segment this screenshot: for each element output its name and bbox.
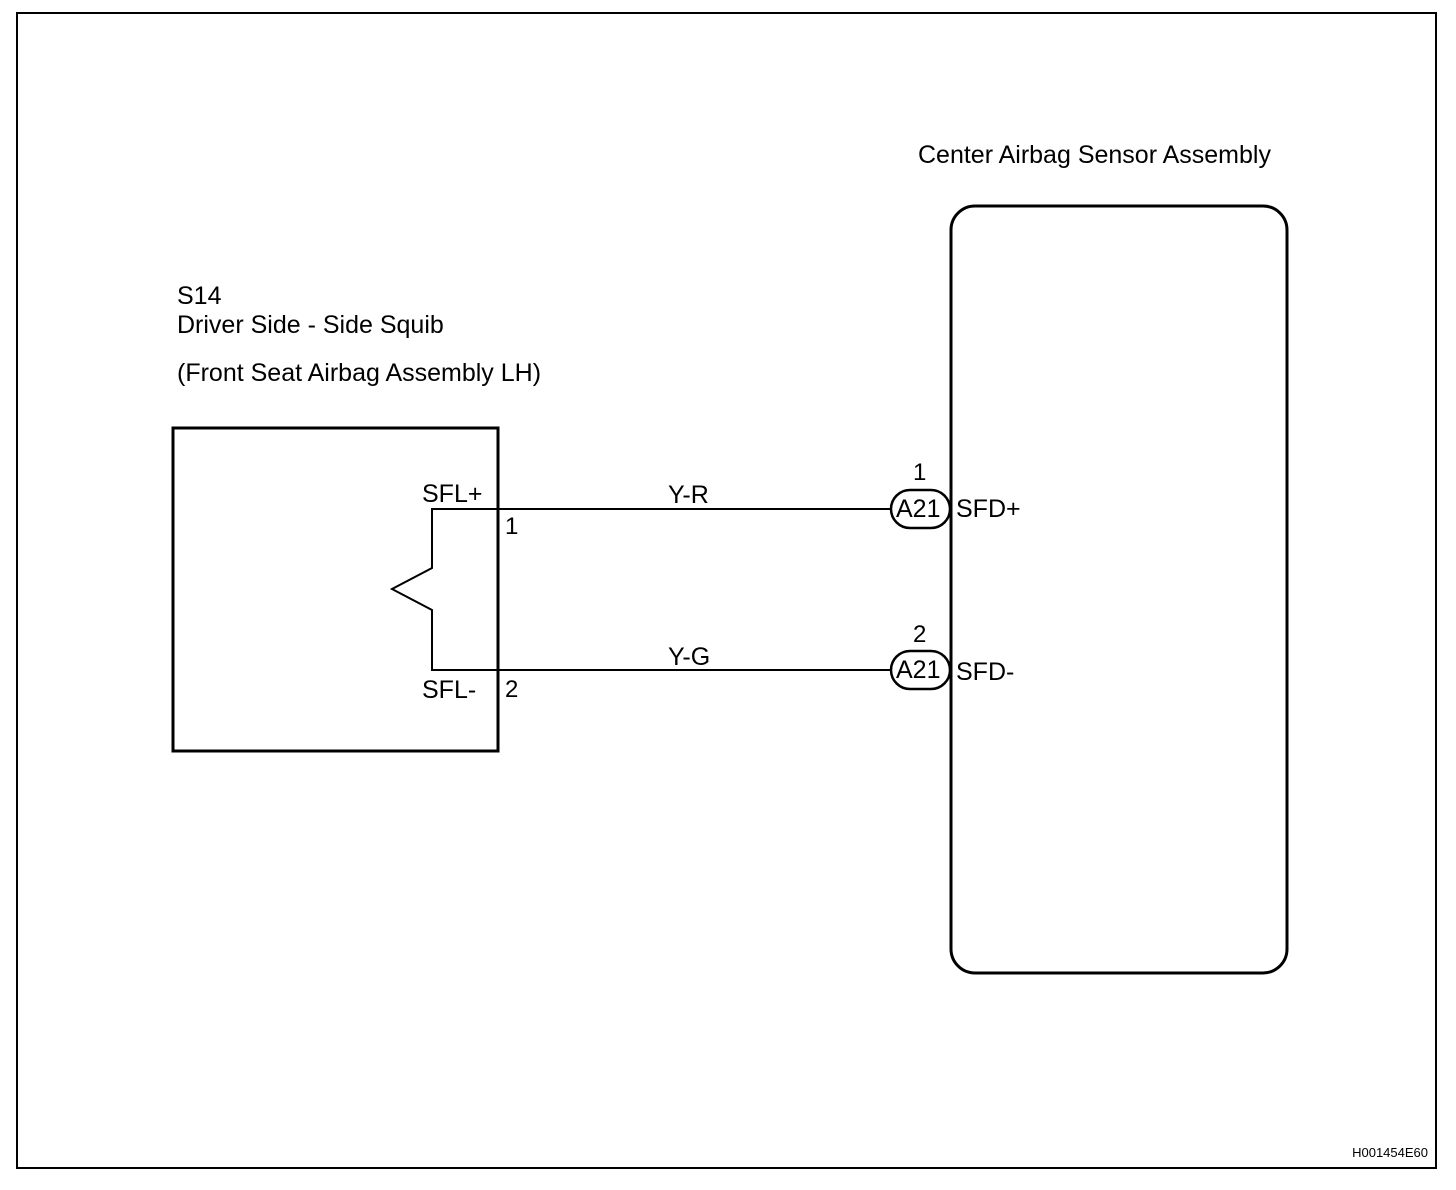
sensor-pin-pos: 1 bbox=[913, 459, 927, 486]
sensor-pin-neg: 2 bbox=[913, 621, 927, 648]
connector-oval-neg bbox=[889, 649, 952, 691]
wire-label-y-r: Y-R bbox=[668, 481, 709, 509]
connector-label-neg: A21 bbox=[896, 656, 941, 684]
squib-terminal-neg: SFL- bbox=[422, 676, 477, 704]
sensor-box bbox=[949, 204, 1289, 975]
squib-code: S14 bbox=[177, 282, 222, 310]
squib-assembly: (Front Seat Airbag Assembly LH) bbox=[177, 359, 542, 387]
squib-pin-neg: 2 bbox=[505, 676, 519, 703]
squib-terminal-pos: SFL+ bbox=[422, 480, 483, 508]
sensor-terminal-pos: SFD+ bbox=[956, 495, 1021, 523]
sensor-terminal-neg: SFD- bbox=[956, 658, 1015, 686]
sensor-name: Center Airbag Sensor Assembly bbox=[918, 141, 1271, 169]
squib-pin-pos: 1 bbox=[505, 513, 519, 540]
squib-symbol bbox=[389, 508, 498, 671]
diagram-frame bbox=[16, 12, 1437, 1169]
squib-name: Driver Side - Side Squib bbox=[177, 311, 444, 339]
figure-id: H001454E60 bbox=[1352, 1145, 1428, 1160]
connector-label-pos: A21 bbox=[896, 495, 941, 523]
wire-label-y-g: Y-G bbox=[668, 643, 711, 671]
squib-box bbox=[171, 426, 500, 753]
connector-oval-pos bbox=[889, 488, 952, 530]
